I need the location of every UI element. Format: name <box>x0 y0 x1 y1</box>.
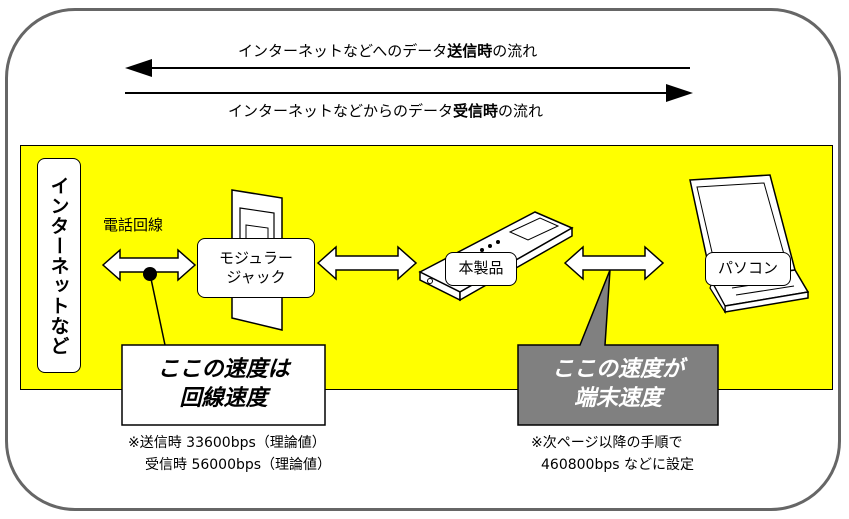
arrow-internet-jack <box>101 248 197 282</box>
product-label: 本製品 <box>458 259 504 278</box>
product-box: 本製品 <box>445 252 517 286</box>
pc-label: パソコン <box>717 259 778 278</box>
phone-line-label: 電話回線 <box>103 216 164 234</box>
terminal-speed-note-line1: ※次ページ以降の手順で <box>531 435 683 451</box>
line-speed-note-line1: ※送信時 33600bps（理論値） <box>128 435 326 451</box>
line-speed-callout-line1: ここの速度は <box>157 357 290 383</box>
line-speed-pointer <box>143 267 166 346</box>
line-speed-note-line2: 受信時 56000bps（理論値） <box>145 457 332 474</box>
internet-box: インターネットなど <box>37 158 81 373</box>
send-flow-text: インターネットなどへのデータ送信時の流れ <box>238 42 538 60</box>
modular-jack-line2: ジャック <box>226 268 286 286</box>
terminal-speed-callout-shape <box>517 269 719 426</box>
arrow-product-pc <box>563 245 665 281</box>
receive-arrow <box>125 84 693 102</box>
line-speed-callout: ここの速度は 回線速度 <box>122 345 325 425</box>
internet-label: インターネットなど <box>47 175 70 356</box>
line-speed-callout-line2: 回線速度 <box>179 386 268 411</box>
modular-jack-box: モジュラー ジャック <box>197 238 315 298</box>
terminal-speed-note-line2: 460800bps などに設定 <box>541 457 694 474</box>
line-speed-callout-shape <box>121 344 326 426</box>
modular-jack-line1: モジュラー <box>219 248 293 267</box>
terminal-speed-callout-line1: ここの速度が <box>551 357 684 383</box>
terminal-speed-callout: ここの速度が 端末速度 <box>518 345 718 425</box>
laptop-icon <box>689 174 810 315</box>
terminal-speed-callout-line2: 端末速度 <box>573 386 662 411</box>
send-arrow <box>125 59 690 77</box>
receive-flow-text: インターネットなどからのデータ受信時の流れ <box>228 102 544 120</box>
pc-box: パソコン <box>705 252 791 286</box>
terminal-speed-note: ※次ページ以降の手順で 460800bps などに設定 <box>531 432 694 477</box>
arrow-jack-product <box>316 245 418 281</box>
outer-frame <box>5 8 841 511</box>
line-speed-note: ※送信時 33600bps（理論値） 受信時 56000bps（理論値） <box>128 432 331 477</box>
